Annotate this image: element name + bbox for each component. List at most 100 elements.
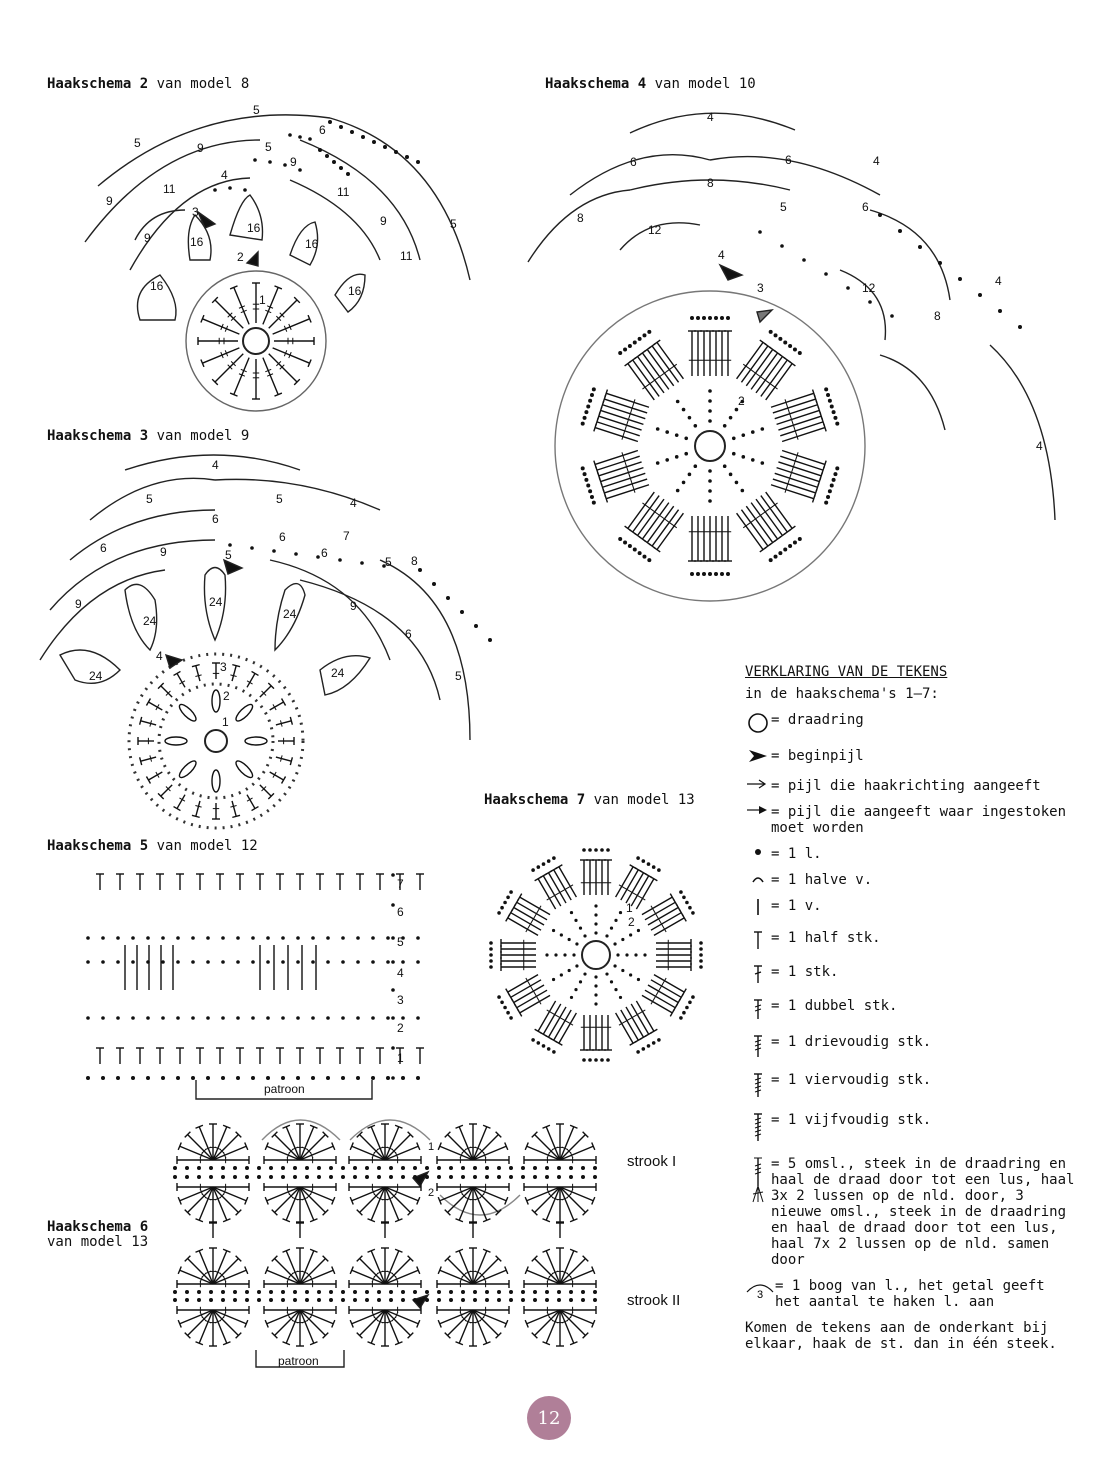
stitch-mark	[724, 516, 732, 561]
chain-mark	[503, 1006, 507, 1010]
chain-mark	[86, 1016, 90, 1020]
stitch-mark	[300, 1143, 335, 1160]
chain-mark	[353, 1166, 357, 1170]
stitch-mark	[438, 1267, 473, 1284]
svg-text:7: 7	[343, 529, 350, 543]
diagram-4-chart: 4 6 6 8 8 12 4 12 8 4 4 5 6 4 3 2	[528, 110, 1055, 601]
svg-text:4: 4	[397, 966, 404, 980]
chain-mark	[101, 1016, 105, 1020]
chain-mark	[266, 960, 270, 964]
stitch-mark	[272, 1310, 300, 1338]
stitch-mark	[156, 874, 164, 890]
stitch-mark	[178, 1187, 213, 1204]
stitch-mark	[416, 1048, 424, 1064]
chain-mark	[685, 901, 689, 905]
chain-mark	[266, 1016, 270, 1020]
chain-mark	[197, 1290, 201, 1294]
arc	[70, 510, 215, 560]
chain-mark	[377, 1166, 381, 1170]
chain-mark	[401, 960, 405, 964]
chain-mark	[581, 466, 585, 470]
stitch-mark	[146, 772, 162, 783]
chain-mark	[783, 340, 787, 344]
chain-mark	[365, 1290, 369, 1294]
stitch-mark	[212, 354, 243, 385]
chain-mark	[918, 245, 922, 249]
chain-mark	[623, 347, 627, 351]
chain-mark	[281, 1290, 285, 1294]
chain-mark	[449, 1175, 453, 1179]
chain-mark	[665, 430, 669, 434]
chain-mark	[425, 1175, 429, 1179]
chain-mark	[425, 1166, 429, 1170]
insert-arrow-icon	[745, 804, 771, 820]
stitch-mark	[525, 1187, 560, 1204]
chain-mark	[621, 938, 624, 941]
chain-mark	[647, 1044, 651, 1048]
stitch-mark	[741, 510, 771, 549]
chain-mark	[391, 903, 395, 907]
chain-mark	[732, 436, 736, 440]
chain-mark	[146, 1076, 150, 1080]
stitch-mark	[256, 874, 264, 890]
chain-mark	[221, 960, 225, 964]
svg-text:1: 1	[626, 901, 633, 915]
chain-mark	[537, 865, 541, 869]
stitch-mark	[634, 499, 664, 538]
stitch-mark	[560, 1132, 588, 1160]
chain-mark	[233, 1290, 237, 1294]
svg-text:3: 3	[220, 660, 227, 674]
stitch-mark	[376, 1048, 384, 1064]
stitch-mark	[634, 354, 664, 393]
chain-mark	[623, 541, 627, 545]
stitch-mark	[766, 492, 796, 531]
svg-text:3: 3	[757, 281, 764, 295]
stitch-mark	[771, 390, 815, 408]
chain-mark	[339, 166, 343, 170]
arc	[570, 155, 710, 195]
chain-mark	[778, 337, 782, 341]
chain-mark	[489, 947, 493, 951]
chain-mark	[998, 309, 1002, 313]
chain-mark	[329, 1298, 333, 1302]
svg-text:2: 2	[237, 250, 244, 264]
chain-mark	[281, 936, 285, 940]
chain-mark	[958, 277, 962, 281]
chain-mark	[560, 933, 563, 936]
chain-mark	[531, 868, 535, 872]
chain-mark	[161, 1076, 165, 1080]
legend-item: = pijl die haakrichting aangeeft	[745, 778, 1075, 794]
quad-treble-icon	[745, 1072, 771, 1102]
stitch-mark	[737, 340, 767, 379]
chain-mark	[281, 960, 285, 964]
stitch-mark	[473, 1187, 508, 1204]
stitch-mark	[592, 1015, 600, 1050]
stitch-mark	[368, 1125, 385, 1160]
stitch-mark	[357, 1187, 385, 1215]
chain-mark	[638, 337, 642, 341]
cluster-mark	[177, 759, 198, 780]
arc	[290, 180, 380, 260]
stitch-mark	[385, 1310, 402, 1345]
chain-mark	[798, 537, 802, 541]
chain-mark	[209, 1175, 213, 1179]
stitch-mark	[656, 945, 691, 953]
chain-mark	[586, 404, 590, 408]
chain-mark	[197, 1175, 201, 1179]
chain-mark	[542, 1044, 546, 1048]
stitch-mark	[192, 801, 202, 817]
chain-mark	[191, 1016, 195, 1020]
stitch-mark	[532, 1132, 560, 1160]
chain-mark	[629, 933, 632, 936]
stitch-mark	[771, 485, 815, 503]
chain-mark	[676, 400, 680, 404]
chain-mark	[688, 1001, 692, 1005]
arc	[710, 157, 880, 195]
chain-mark	[185, 1175, 189, 1179]
chain-mark	[783, 548, 787, 552]
legend-heading: VERKLARING VAN DE TEKENS	[745, 664, 1075, 680]
chain-mark	[547, 859, 551, 863]
chain-mark	[86, 960, 90, 964]
svg-text:6: 6	[397, 905, 404, 919]
chain-mark	[473, 1290, 477, 1294]
